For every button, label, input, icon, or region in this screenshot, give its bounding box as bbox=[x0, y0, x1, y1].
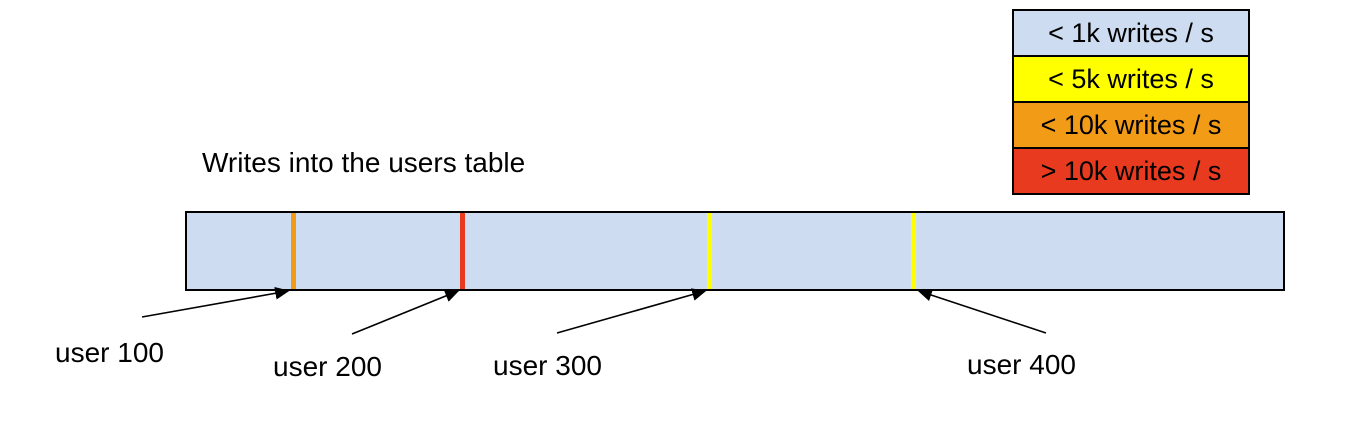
write-marker-user-300 bbox=[707, 213, 712, 289]
legend-item-label: < 5k writes / s bbox=[1048, 63, 1214, 94]
legend-item-label: > 10k writes / s bbox=[1040, 155, 1222, 186]
legend-item-lt-5k: < 5k writes / s bbox=[1014, 57, 1248, 103]
user-label-400: user 400 bbox=[967, 349, 1076, 380]
users-table-bar bbox=[185, 211, 1285, 291]
user-label-300: user 300 bbox=[493, 350, 602, 381]
write-marker-user-400 bbox=[911, 213, 916, 289]
write-marker-user-200 bbox=[460, 213, 465, 289]
legend-item-label: < 1k writes / s bbox=[1048, 17, 1214, 48]
legend-item-lt-10k: < 10k writes / s bbox=[1014, 103, 1248, 149]
arrow-user-300 bbox=[556, 288, 707, 334]
diagram-title: Writes into the users table bbox=[202, 147, 526, 178]
arrow-user-200 bbox=[351, 289, 460, 335]
legend-item-lt-1k: < 1k writes / s bbox=[1014, 11, 1248, 57]
arrow-user-400 bbox=[917, 288, 1047, 334]
legend-item-gt-10k: > 10k writes / s bbox=[1014, 149, 1248, 193]
write-marker-user-100 bbox=[291, 213, 296, 289]
write-rate-legend: < 1k writes / s < 5k writes / s < 10k wr… bbox=[1012, 9, 1250, 195]
legend-item-label: < 10k writes / s bbox=[1040, 109, 1222, 140]
user-label-200: user 200 bbox=[273, 351, 382, 382]
user-label-100: user 100 bbox=[55, 337, 164, 368]
arrow-user-100 bbox=[141, 286, 290, 318]
